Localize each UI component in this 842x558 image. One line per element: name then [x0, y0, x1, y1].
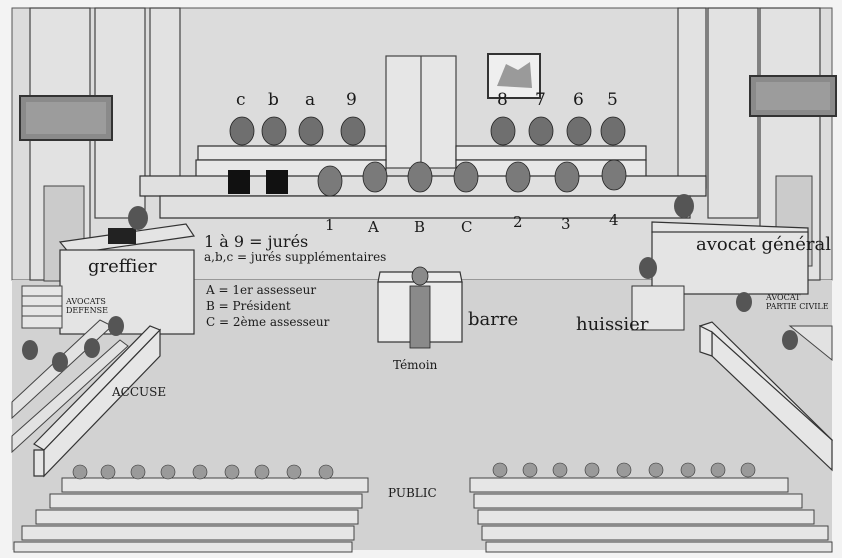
legend-assessor-1: A = 1er assesseur: [206, 283, 317, 297]
public-figures: [72, 462, 756, 480]
seat-label-3: 3: [561, 215, 571, 233]
huissier-figure: [639, 257, 657, 279]
seat-label-4: 4: [609, 211, 619, 229]
public-benches-left: [13, 477, 369, 553]
witness-figure: [409, 266, 431, 349]
juror-label-a: a: [305, 90, 316, 110]
seat-label-B: B: [414, 218, 426, 236]
legend-jurors: 1 à 9 = jurés: [204, 232, 309, 251]
label-temoin: Témoin: [393, 358, 438, 372]
juror-label-8: 8: [497, 90, 508, 110]
left-stairs: [21, 285, 63, 329]
legend-assessor-2: C = 2ème assesseur: [206, 315, 330, 329]
label-public: PUBLIC: [388, 486, 437, 500]
partie-civile-figures: [736, 292, 798, 350]
public-benches-right: [469, 477, 833, 553]
back-jurors: [229, 116, 626, 146]
juror-label-5: 5: [607, 90, 618, 110]
huissier-stand: [631, 285, 685, 331]
juror-label-9: 9: [346, 90, 357, 110]
juror-label-b: b: [268, 90, 279, 110]
label-avocats-defense-2: DEFENSE: [66, 306, 108, 315]
accused-figures: [22, 316, 124, 372]
seat-label-1: 1: [325, 216, 335, 234]
center-painting: [487, 53, 541, 99]
juror-label-7: 7: [535, 90, 546, 110]
seat-label-2: 2: [513, 213, 523, 231]
front-row-figures: [317, 159, 627, 197]
label-accuse: ACCUSE: [112, 385, 167, 399]
juror-label-c: c: [236, 90, 246, 110]
seat-label-A: A: [368, 218, 379, 236]
substitute-chair: [266, 170, 288, 194]
label-huissier: huissier: [576, 314, 649, 335]
label-avocat-general: avocat général: [696, 234, 832, 255]
legend-president: B = Président: [206, 299, 291, 313]
center-double-door: [385, 55, 457, 169]
defense-box: [33, 325, 162, 478]
label-barre: barre: [468, 309, 519, 330]
partie-civile-bench: [788, 325, 833, 362]
label-partie-civile-2: PARTIE CIVILE: [766, 302, 829, 311]
partie-civile-box: [698, 321, 834, 472]
legend-substitutes: a,b,c = jurés supplémentaires: [204, 250, 387, 264]
label-greffier: greffier: [88, 256, 157, 277]
juror-label-6: 6: [573, 90, 584, 110]
label-partie-civile-1: AVOCAT: [766, 293, 801, 302]
seat-label-C: C: [461, 218, 473, 236]
substitute-chair: [228, 170, 250, 194]
label-avocats-defense-1: AVOCATS: [66, 297, 106, 306]
greffier-figure: [128, 206, 148, 230]
avocat-general-desk: [651, 221, 809, 295]
left-painting: [19, 95, 113, 141]
avocat-general-figure: [674, 194, 694, 218]
greffier-screen: [108, 228, 136, 244]
right-painting: [749, 75, 837, 117]
